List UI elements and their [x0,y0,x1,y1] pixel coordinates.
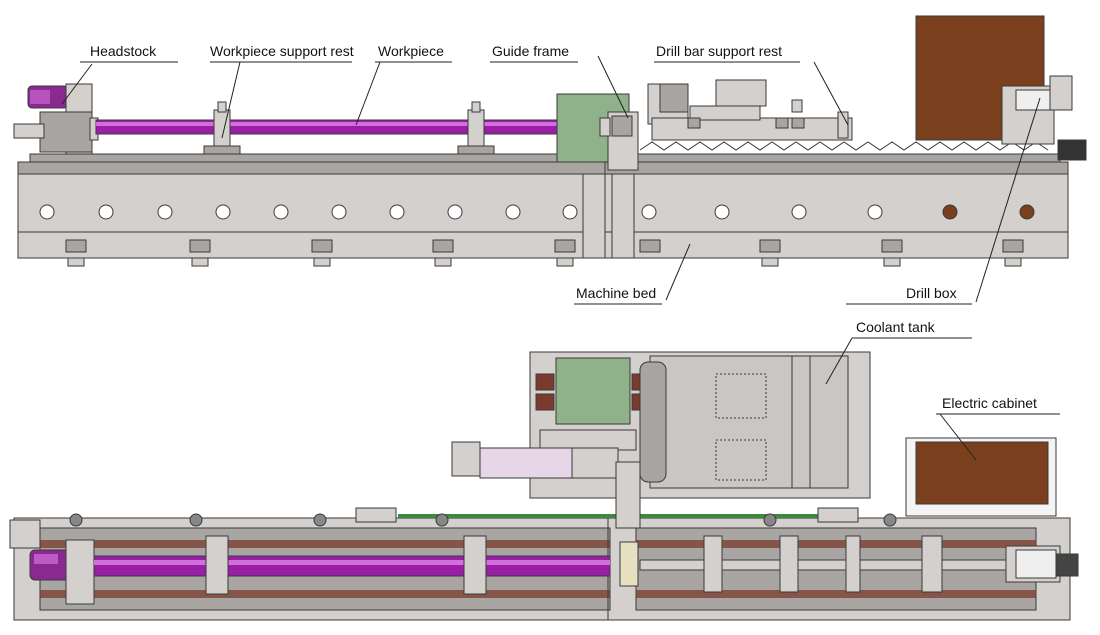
label-workpiece: Workpiece [378,43,444,59]
bed-hole [331,204,347,220]
bed-hole [714,204,730,220]
label-drill-box: Drill box [906,285,957,301]
bed-hole [562,204,578,220]
electric-cabinet [905,437,1057,517]
label-electric-cabinet: Electric cabinet [942,395,1037,411]
bed-hole [505,204,521,220]
wheel [883,513,897,527]
bed-hole [641,204,657,220]
drill-box-plan [1005,545,1079,583]
bed-hole [389,204,405,220]
bed-hole-filled [942,204,958,220]
wheel [435,513,449,527]
bed-hole [215,204,231,220]
drill-bar-guide-plan [451,441,619,479]
wheel [763,513,777,527]
bed-hole [98,204,114,220]
guide-frame-plan [615,461,641,587]
workpiece-support-rest-2 [457,101,495,155]
leaders-bottom [825,337,1060,461]
headstock-plan [9,519,95,605]
label-guide-frame: Guide frame [492,43,569,59]
support-rests-plan [205,535,487,595]
bed-hole [273,204,289,220]
bed-wheels-plan [69,513,897,527]
machine-bed-side [17,161,1069,259]
label-workpiece-support-rest: Workpiece support rest [210,43,354,59]
headstock [13,83,99,155]
guide-frame [599,111,639,171]
bed-hole [39,204,55,220]
bed-hole [447,204,463,220]
labels: Headstock Workpiece support rest Workpie… [90,43,1037,411]
wheel [189,513,203,527]
bed-hole [791,204,807,220]
bed-holes [39,204,1035,220]
wheel [69,513,83,527]
plan-view [9,351,1079,621]
leaders-top [61,55,1041,305]
bed-hole-filled [1019,204,1035,220]
label-drill-bar-support-rest: Drill bar support rest [656,43,782,59]
bed-feet [65,239,1024,267]
side-elevation-view [13,15,1087,267]
drill-bar-plan [639,559,1011,571]
label-machine-bed: Machine bed [576,285,656,301]
rack-teeth [639,141,1049,151]
workpiece-plan [93,555,611,577]
drill-bar-support-rests-plan [703,535,943,593]
workpiece-side [95,119,609,135]
green-rod [398,514,818,518]
bed-hole [157,204,173,220]
bed-hole [867,204,883,220]
label-headstock: Headstock [90,43,157,59]
green-rod-bracket-right [817,507,859,523]
wheel [313,513,327,527]
label-coolant-tank: Coolant tank [856,319,936,335]
drill-bar-support-carriage [647,79,853,141]
green-rod-bracket-left [355,507,397,523]
drill-box-side [1001,75,1087,161]
